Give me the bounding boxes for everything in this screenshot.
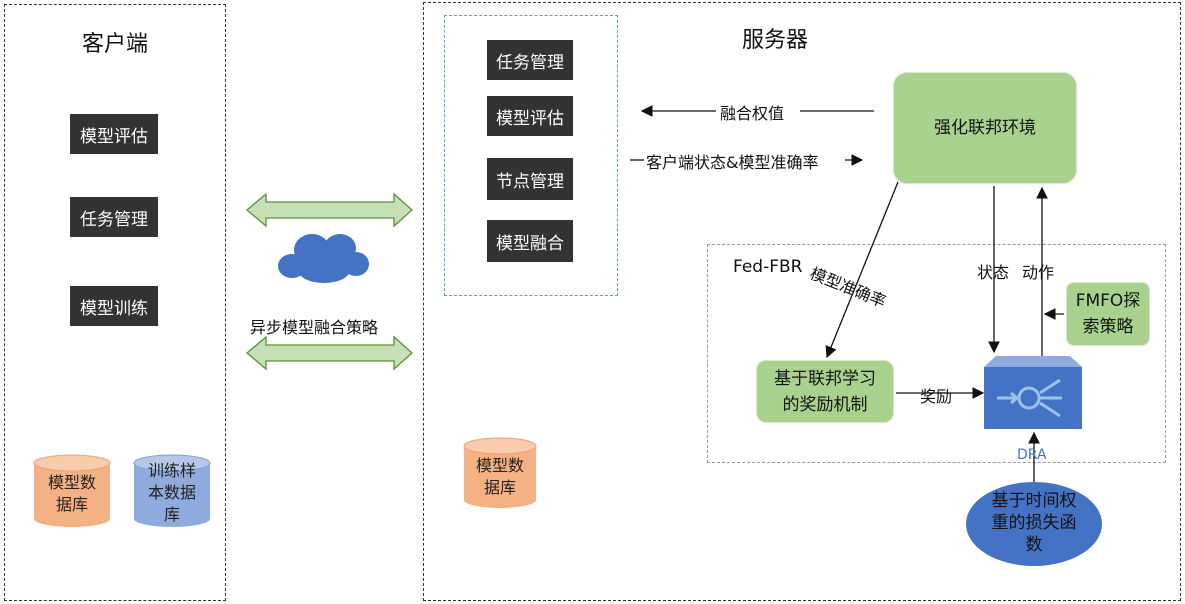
fmfo-strategy-box: FMFO探 索策略	[1066, 282, 1150, 346]
action-label: 动作	[1022, 263, 1055, 282]
client-model-db-icon	[33, 454, 111, 527]
server-module-evaluate: 模型评估	[487, 96, 573, 136]
fedfbr-label: Fed-FBR	[733, 257, 803, 277]
reward-label: 奖励	[920, 387, 953, 406]
client-model-db-label: 模型数 据库	[47, 473, 96, 514]
rl-environment-box: 强化联邦环境	[893, 72, 1077, 184]
client-module-evaluate: 模型评估	[70, 114, 158, 154]
server-module-node: 节点管理	[487, 158, 573, 200]
server-modules-group	[444, 15, 618, 296]
server-model-db-icon	[463, 437, 537, 508]
client-panel	[4, 4, 226, 601]
fedfbr-group	[707, 244, 1166, 463]
cloud-icon	[278, 234, 369, 283]
client-module-train: 模型训练	[70, 286, 158, 326]
server-model-db-label: 模型数 据库	[475, 456, 524, 497]
sync-arrow-bottom	[245, 335, 413, 371]
dra-label: DRA	[1017, 447, 1047, 463]
client-title: 客户端	[82, 32, 149, 57]
client-state-label: 客户端状态&模型准确率	[646, 153, 819, 172]
reward-mechanism-box: 基于联邦学习 的奖励机制	[756, 360, 894, 423]
server-panel	[423, 2, 1181, 601]
loss-function-ellipse	[966, 482, 1102, 566]
sync-arrow-top	[245, 192, 413, 228]
dra-router-icon	[984, 356, 1082, 429]
server-title: 服务器	[742, 28, 809, 53]
server-module-fusion: 模型融合	[487, 220, 573, 262]
client-module-task: 任务管理	[70, 197, 158, 237]
loss-function-label: 基于时间权 重的损失函 数	[991, 491, 1077, 555]
client-sample-db-label: 训练样 本数据 库	[147, 461, 196, 524]
async-strategy-label: 异步模型融合策略	[250, 318, 379, 337]
model-accuracy-arrow	[825, 181, 899, 359]
client-sample-db-icon	[133, 454, 211, 527]
fusion-weight-label: 融合权值	[720, 104, 785, 123]
server-module-task: 任务管理	[487, 40, 573, 80]
state-label: 状态	[977, 263, 1010, 282]
